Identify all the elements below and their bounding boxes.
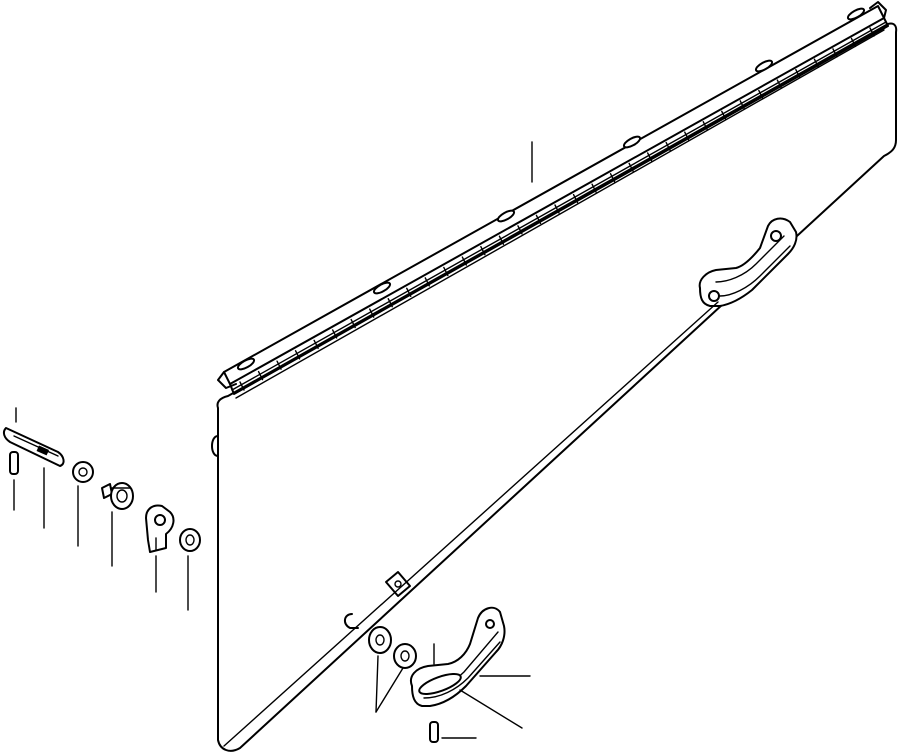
hinge-knuckle [406, 287, 412, 297]
hinge-knuckle [776, 79, 783, 89]
hinge-knuckle [609, 173, 616, 183]
hinge-knuckle [813, 58, 820, 68]
hinge-knuckle [239, 381, 245, 391]
hinge-mounting-slot [236, 357, 256, 371]
hinge-mounting-slot [372, 281, 392, 295]
hinge-knuckle [294, 350, 301, 360]
hinge-knuckle [535, 214, 542, 225]
hinge-knuckle [869, 27, 875, 37]
hinge-knuckle [257, 370, 264, 381]
mounting-plate [385, 571, 411, 597]
hinge-mounting-slot [754, 59, 774, 73]
hinge-knuckle [665, 141, 671, 152]
lower-handle-pin [429, 643, 439, 743]
hinge-knuckle [424, 277, 430, 287]
hinge-knuckle [684, 131, 690, 141]
nut [72, 461, 94, 483]
hinge-knuckle [646, 152, 653, 162]
rubber-bushing [101, 482, 134, 510]
hinge-knuckle [350, 318, 356, 329]
hinge-knuckle [721, 110, 727, 120]
hinge-mounting-slot [622, 135, 642, 149]
hinge-knuckle [480, 245, 486, 256]
hinge-knuckle [313, 339, 319, 350]
hinge-knuckle [517, 225, 523, 235]
hinge-knuckle [850, 37, 857, 48]
hinge-mounting-slot [496, 209, 516, 223]
hinge-knuckle [795, 68, 801, 79]
hinge-knuckle [758, 89, 764, 100]
upper-grab-handle [698, 217, 798, 307]
hinge-knuckle [331, 329, 338, 339]
spring-pin [9, 451, 19, 475]
latch-pin [2, 427, 65, 467]
side-door-panel [211, 22, 898, 752]
continuous-hinge [217, 1, 889, 395]
hinge-knuckle [832, 48, 838, 58]
spacer-washers [368, 626, 417, 669]
washer [179, 528, 201, 552]
hinge-mounting-slot [846, 7, 866, 21]
hinge-knuckle [739, 100, 745, 110]
hinge-knuckle [443, 266, 449, 277]
hinge-knuckle [387, 298, 393, 308]
latch-bracket [145, 504, 175, 553]
hinge-knuckle [498, 235, 505, 245]
hinge-knuckle [591, 183, 597, 193]
lower-grab-handle [410, 606, 506, 707]
hinge-knuckle [461, 256, 468, 266]
hinge-knuckle [276, 360, 282, 370]
hinge-knuckle [628, 162, 634, 173]
hinge-knuckle [369, 308, 375, 318]
callout-leaders [13, 141, 719, 747]
hinge-knuckle [702, 121, 708, 131]
clip [344, 613, 359, 629]
hinge-knuckle [572, 193, 579, 204]
hinge-knuckle [554, 204, 560, 214]
